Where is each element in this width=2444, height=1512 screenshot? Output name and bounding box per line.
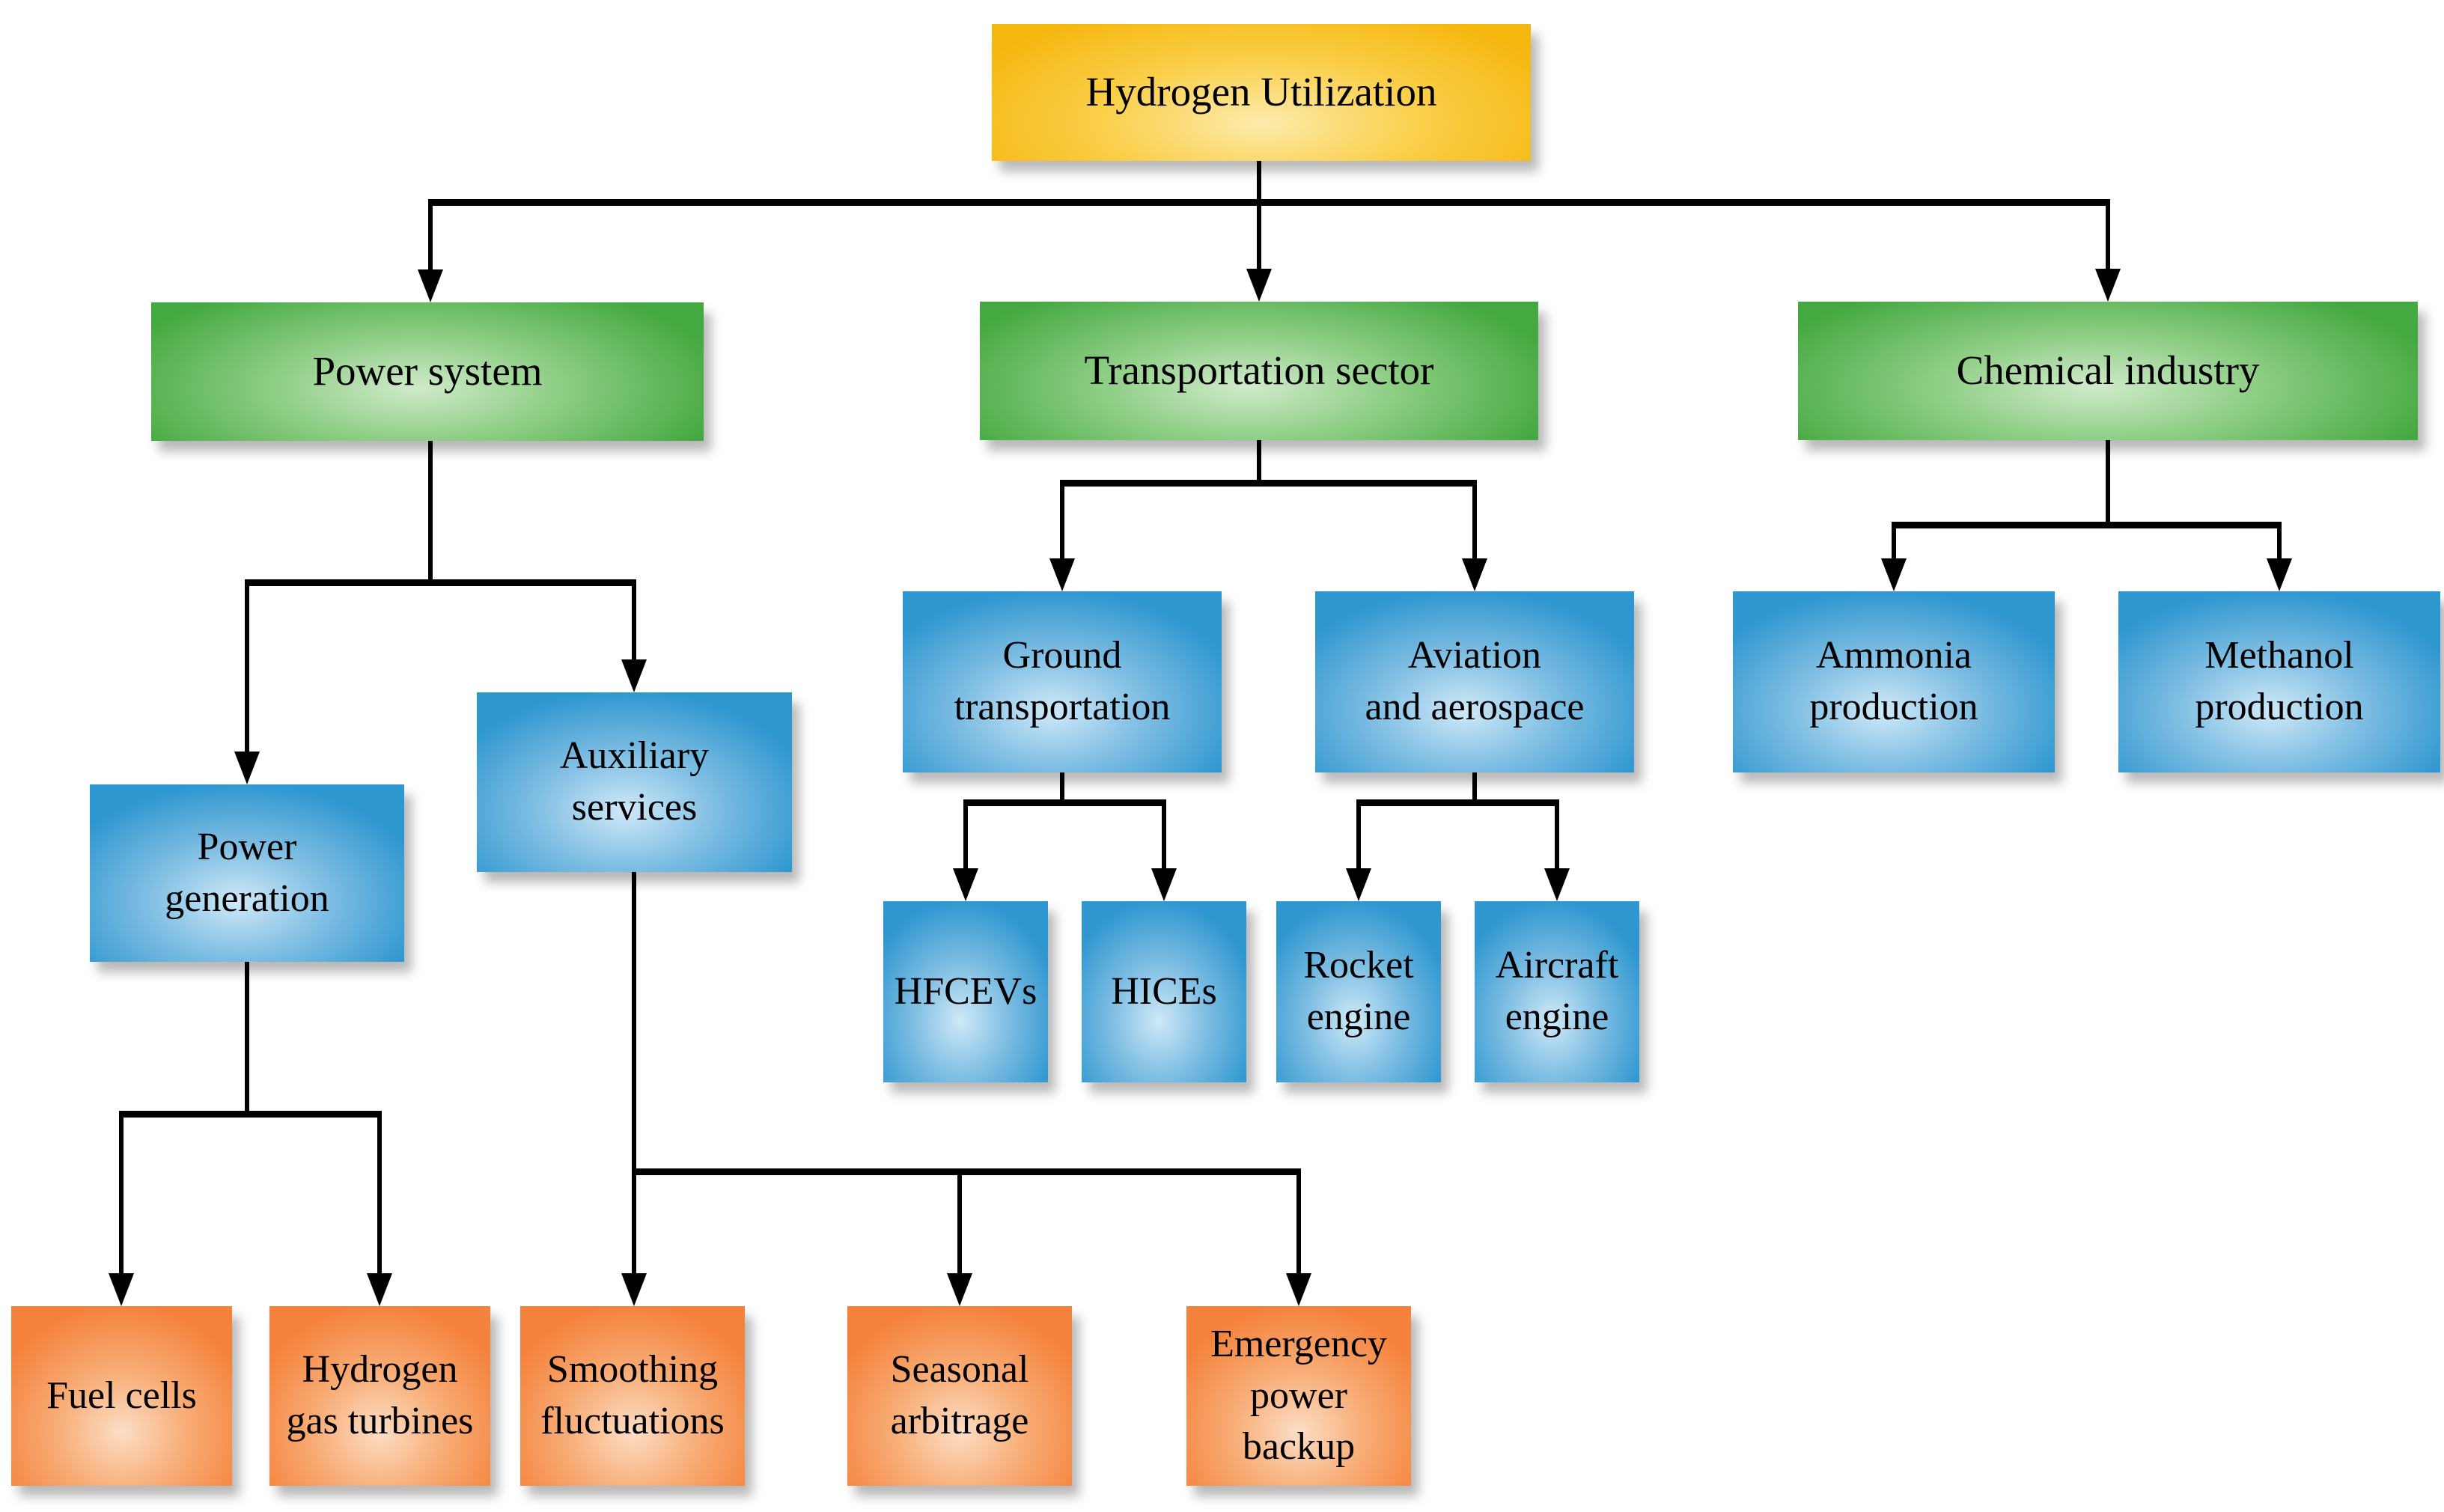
node-hfcevs: HFCEVs bbox=[883, 901, 1048, 1082]
connector-tee-power-generation bbox=[119, 1111, 382, 1118]
connector-drop-aviation bbox=[1472, 483, 1477, 561]
node-aircraft-engine: Aircraft engine bbox=[1475, 901, 1639, 1082]
arrowhead-auxiliary-services bbox=[621, 659, 647, 692]
arrowhead-emergency-power-backup bbox=[1286, 1273, 1311, 1306]
connector-tee-chemical bbox=[1892, 522, 2282, 528]
connector-power-system-stem bbox=[428, 441, 433, 585]
arrowhead-ammonia bbox=[1881, 558, 1907, 591]
connector-drop-ground-transportation bbox=[1060, 483, 1064, 561]
node-seasonal-arbitrage: Seasonal arbitrage bbox=[847, 1306, 1072, 1486]
connector-transportation-stem bbox=[1257, 440, 1261, 486]
arrowhead-hfcevs bbox=[953, 868, 978, 901]
connector-drop-seasonal-arbitrage bbox=[957, 1171, 962, 1276]
connector-drop-hfcevs bbox=[963, 802, 968, 871]
node-methanol-production: Methanol production bbox=[2118, 591, 2440, 772]
arrowhead-fuel-cells bbox=[109, 1273, 134, 1306]
arrowhead-power-system bbox=[418, 269, 443, 302]
node-hydrogen-gas-turbines: Hydrogen gas turbines bbox=[269, 1306, 490, 1486]
node-ammonia-production: Ammonia production bbox=[1733, 591, 2055, 772]
connector-tee-power bbox=[245, 579, 636, 586]
node-transportation-sector: Transportation sector bbox=[980, 302, 1538, 440]
connector-drop-rocket-engine bbox=[1356, 802, 1361, 871]
connector-tee-aviation bbox=[1356, 799, 1559, 806]
arrowhead-chemical bbox=[2095, 269, 2121, 302]
connector-auxiliary-services-stem bbox=[632, 872, 636, 1174]
node-smoothing-fluctuations: Smoothing fluctuations bbox=[520, 1306, 745, 1486]
arrowhead-seasonal-arbitrage bbox=[947, 1273, 972, 1306]
node-auxiliary-services: Auxiliary services bbox=[477, 692, 792, 872]
arrowhead-power-generation bbox=[234, 752, 260, 784]
arrowhead-ground-transportation bbox=[1049, 558, 1075, 591]
node-hydrogen-utilization: Hydrogen Utilization bbox=[992, 24, 1531, 161]
node-fuel-cells: Fuel cells bbox=[11, 1306, 232, 1486]
node-chemical-industry: Chemical industry bbox=[1798, 302, 2418, 440]
connector-drop-chemical bbox=[2106, 205, 2110, 272]
arrowhead-hices bbox=[1151, 868, 1177, 901]
node-power-generation: Power generation bbox=[90, 784, 404, 962]
node-power-system: Power system bbox=[151, 302, 704, 441]
connector-ground-transportation-stem bbox=[1060, 772, 1064, 805]
connector-aviation-stem bbox=[1472, 772, 1477, 805]
connector-drop-hices bbox=[1162, 802, 1166, 871]
connector-power-generation-stem bbox=[245, 962, 249, 1117]
connector-drop-ammonia bbox=[1892, 525, 1896, 564]
arrowhead-aviation bbox=[1462, 558, 1487, 591]
connector-drop-power-system bbox=[428, 205, 433, 272]
connector-drop-auxiliary-services bbox=[632, 582, 636, 662]
node-ground-transportation: Ground transportation bbox=[903, 591, 1222, 772]
connector-drop-aircraft-engine bbox=[1555, 802, 1559, 871]
connector-drop-hydrogen-gas-turbines bbox=[377, 1114, 382, 1275]
arrowhead-methanol bbox=[2267, 558, 2292, 591]
node-emergency-power-backup: Emergency power backup bbox=[1186, 1306, 1411, 1486]
connector-drop-methanol bbox=[2277, 525, 2282, 564]
connector-trunk-level1 bbox=[428, 199, 2110, 206]
connector-root-stem bbox=[1257, 161, 1261, 205]
arrowhead-smoothing-fluctuations bbox=[621, 1273, 647, 1306]
node-hices: HICEs bbox=[1082, 901, 1246, 1082]
node-rocket-engine: Rocket engine bbox=[1276, 901, 1441, 1082]
connector-tee-transportation bbox=[1060, 480, 1477, 487]
connector-tee-ground bbox=[963, 799, 1166, 806]
connector-drop-transportation bbox=[1257, 205, 1261, 272]
node-aviation-and-aerospace: Aviation and aerospace bbox=[1315, 591, 1634, 772]
arrowhead-hydrogen-gas-turbines bbox=[367, 1273, 392, 1306]
connector-chemical-stem bbox=[2106, 440, 2110, 528]
connector-drop-fuel-cells bbox=[119, 1114, 124, 1275]
arrowhead-transportation bbox=[1246, 269, 1272, 302]
arrowhead-aircraft-engine bbox=[1544, 868, 1570, 901]
connector-tee-auxiliary bbox=[632, 1168, 1301, 1175]
arrowhead-rocket-engine bbox=[1346, 868, 1371, 901]
connector-drop-emergency-power-backup bbox=[1296, 1171, 1301, 1276]
connector-drop-smoothing-fluctuations bbox=[632, 1171, 636, 1276]
connector-drop-power-generation bbox=[245, 582, 249, 755]
